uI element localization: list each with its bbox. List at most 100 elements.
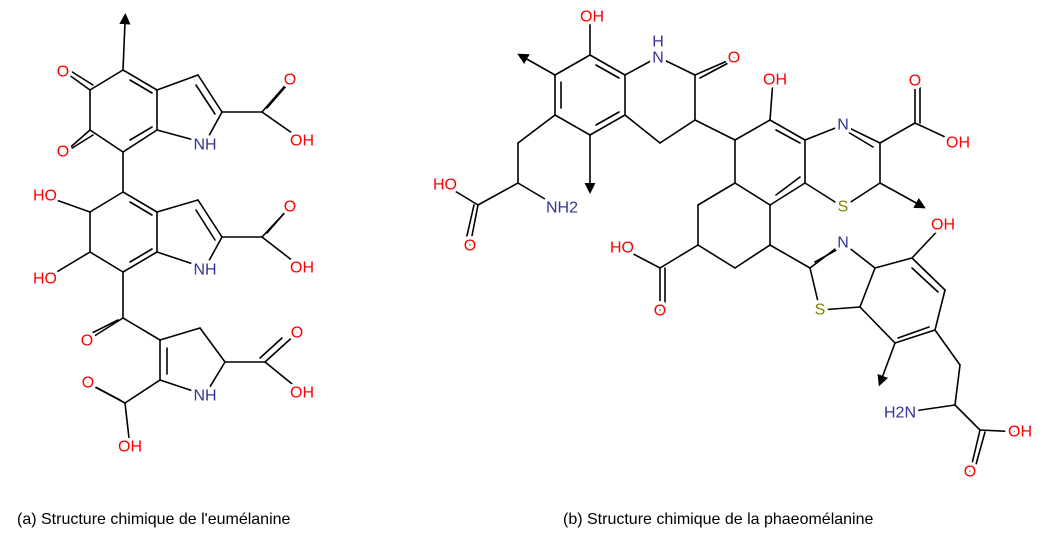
bond — [624, 114, 661, 144]
bond — [694, 57, 735, 76]
atom-label: HO — [33, 188, 57, 205]
bond — [124, 379, 161, 404]
bond — [444, 184, 479, 206]
bond — [859, 306, 896, 344]
atom-label: H — [652, 34, 664, 51]
atom-label: OH — [290, 385, 314, 402]
bond — [911, 267, 939, 293]
atom-label: OH — [118, 439, 142, 456]
bond — [894, 329, 936, 344]
bond — [266, 84, 288, 109]
bond — [195, 84, 216, 115]
atom-label: OH — [946, 135, 970, 152]
polymer-link-arrows — [119, 13, 926, 387]
atom-label: H2N — [884, 405, 916, 422]
bond — [122, 317, 161, 341]
atom-label: NH — [193, 137, 216, 154]
bond — [859, 267, 876, 308]
bond — [775, 129, 801, 144]
atom-label: O — [81, 333, 93, 350]
bond — [44, 251, 91, 280]
arrow-icon — [119, 13, 131, 71]
bond — [809, 267, 821, 311]
bond — [911, 257, 946, 291]
atom-label: N — [837, 117, 849, 134]
bond — [819, 306, 861, 311]
bond — [734, 182, 771, 206]
bond — [68, 69, 94, 86]
bond — [122, 129, 158, 153]
bond — [554, 114, 591, 136]
atom-label: N — [652, 50, 664, 67]
bond — [156, 199, 199, 213]
bond — [734, 119, 771, 141]
bond — [879, 122, 916, 144]
bond — [261, 111, 303, 141]
bond — [697, 182, 736, 206]
bond — [197, 74, 223, 113]
bond — [477, 182, 519, 206]
bond — [595, 64, 620, 79]
bond — [659, 119, 696, 144]
bond — [264, 361, 303, 393]
bond — [874, 257, 913, 269]
atom-label: O — [57, 64, 69, 81]
atom-label: N — [837, 235, 849, 252]
eumelanine-structure: O O NH O OH HO HO NH O OH O NH O OH O OH — [30, 60, 318, 459]
bond — [595, 111, 620, 126]
bond — [261, 236, 303, 269]
bond — [64, 129, 91, 153]
bond — [589, 114, 626, 136]
bond-lines — [44, 16, 1021, 473]
atom-label: O — [291, 325, 303, 342]
bond — [199, 327, 226, 363]
bond — [694, 119, 736, 141]
atom-label: O — [284, 72, 296, 89]
bond — [204, 236, 223, 269]
bond — [94, 386, 121, 401]
bond — [979, 429, 1021, 433]
bond — [89, 251, 124, 273]
bond — [842, 182, 881, 208]
bond — [769, 182, 806, 206]
bond — [129, 79, 153, 94]
bond — [697, 244, 736, 269]
bond — [911, 224, 944, 259]
caption-phaeomelanine: (b) Structure chimique de la phaeomélani… — [563, 511, 874, 528]
bond — [156, 129, 206, 144]
bond — [734, 244, 771, 269]
bond — [44, 195, 91, 213]
bond — [899, 404, 956, 414]
bond — [814, 247, 841, 263]
bond — [517, 114, 556, 144]
bond — [197, 199, 223, 238]
atom-label: O — [728, 50, 740, 67]
atom-label: HO — [33, 271, 57, 288]
bond — [954, 404, 981, 431]
bond — [89, 319, 119, 335]
atom-label: O — [82, 375, 94, 392]
bond — [129, 126, 153, 141]
phaeomelanine-structure: OH N H O HO O NH2 OH N O OH S HO O N S O… — [430, 5, 1036, 484]
bond — [465, 204, 475, 241]
bond — [659, 244, 699, 269]
bond — [804, 124, 844, 141]
bond — [914, 122, 959, 144]
bond — [129, 248, 153, 263]
bond — [804, 182, 844, 208]
arrow-icon — [517, 53, 556, 76]
bond — [122, 251, 158, 273]
bond — [624, 56, 659, 76]
bond — [68, 134, 94, 151]
atom-label: NH — [193, 262, 216, 279]
atom-label: S — [815, 302, 826, 319]
bond — [769, 119, 806, 141]
bond — [847, 131, 874, 148]
atom-label: O — [57, 144, 69, 161]
bond — [769, 79, 774, 121]
bond — [89, 191, 124, 213]
arrow-icon — [877, 342, 896, 387]
atom-label: OH — [290, 260, 314, 277]
bond — [122, 69, 158, 91]
